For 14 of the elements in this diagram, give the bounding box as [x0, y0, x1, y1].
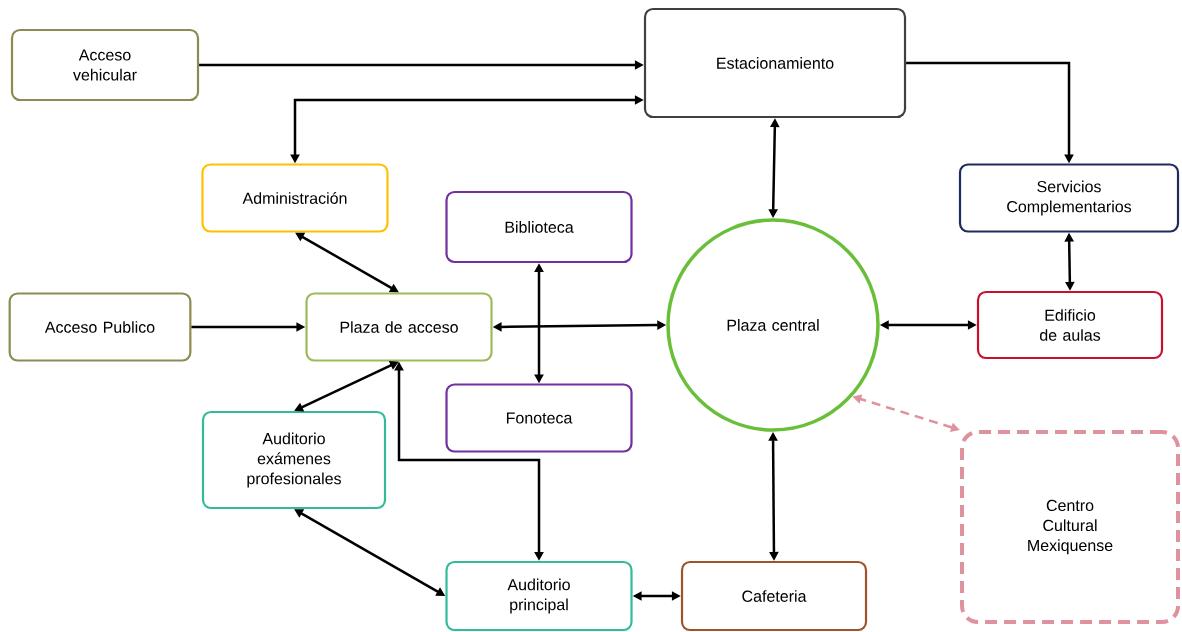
process-box: Fonoteca [445, 383, 633, 453]
process-box: Biblioteca [445, 190, 633, 264]
process-box: Acceso Publico [8, 292, 192, 362]
process-box: Servicios Complementarios [958, 163, 1180, 233]
process-box: Cafeteria [680, 560, 868, 632]
process-box: Estacionamiento [643, 7, 907, 119]
process-box: Edificio de aulas [976, 290, 1164, 360]
process-box: Auditorio exámenes profesionales [201, 410, 387, 510]
process-box: Auditorio principal [445, 560, 633, 632]
process-box: Acceso vehicular [10, 28, 200, 102]
dashed-box: Centro Cultural Mexiquense [960, 430, 1180, 624]
process-box: Plaza de acceso [305, 292, 493, 362]
circle-node: Plaza central [666, 218, 880, 432]
process-box: Administración [201, 163, 389, 233]
